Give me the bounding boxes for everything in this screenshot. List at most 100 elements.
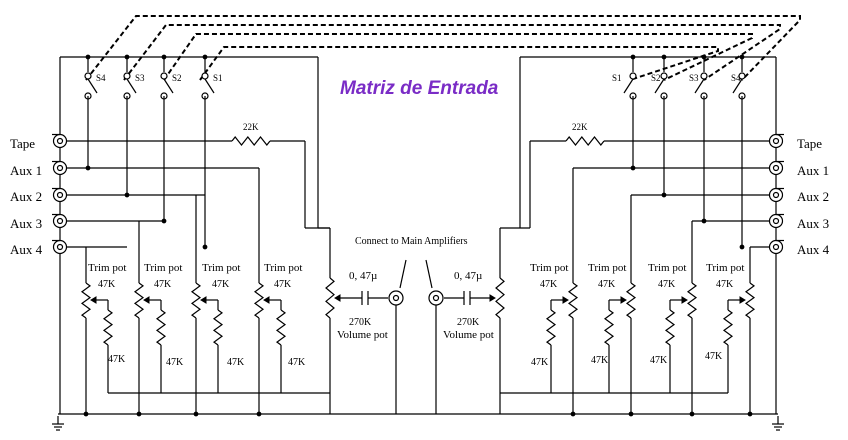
right-capacitor-label: 0, 47µ [454, 270, 483, 282]
switch-contact-icon [84, 72, 92, 80]
right-switch-label-s2: S2 [651, 73, 661, 83]
right-trim-pot-4-label: Trim pot [706, 262, 745, 274]
left-trim-wiper-icon [263, 296, 270, 304]
junction-dot [202, 244, 208, 250]
left-trim-pot-4-value: 47K [274, 279, 292, 290]
right-trim-pot-4 [744, 282, 756, 319]
right-input-label-aux1: Aux 1 [797, 163, 830, 178]
switch-icon [126, 78, 137, 94]
left-feedback-resistor-label: 22K [243, 122, 259, 132]
junction-dot [161, 54, 167, 60]
left-volume-value: 270K [349, 317, 372, 328]
right-trim-pot-2-label: Trim pot [588, 262, 627, 274]
left-series-resistor-1 [102, 309, 114, 346]
diagram-title: Matriz de Entrada [340, 78, 499, 99]
left-trim-pot-4 [253, 282, 265, 319]
left-series-resistor-3 [212, 309, 224, 346]
junction-dot [124, 192, 130, 198]
junction-dot [630, 54, 636, 60]
left-trim-pot-1 [80, 282, 92, 319]
left-switch-label-s3: S3 [135, 73, 145, 83]
output-label: Connect to Main Amplifiers [355, 236, 468, 247]
junction-dot [661, 192, 667, 198]
left-series-resistor-4 [275, 309, 287, 346]
switch-contact-icon [660, 72, 668, 80]
right-series-resistor-1 [545, 309, 557, 346]
left-series-resistor-4-label: 47K [288, 357, 306, 368]
switch-icon [732, 78, 743, 94]
switch-contact-icon [201, 72, 209, 80]
right-trim-pot-4-value: 47K [716, 279, 734, 290]
junction-dot [701, 218, 707, 224]
right-feedback-resistor [565, 136, 605, 146]
right-series-resistor-4-label: 47K [705, 351, 723, 362]
left-input-label-aux1: Aux 1 [10, 163, 43, 178]
junction-dot [161, 218, 167, 224]
switch-icon [204, 78, 215, 94]
right-series-resistor-3-label: 47K [650, 355, 668, 366]
right-input-label-aux4: Aux 4 [797, 242, 830, 257]
left-trim-pot-1-label: Trim pot [88, 262, 127, 274]
switch-linkage [85, 15, 801, 81]
rca-jack-center-icon [56, 191, 64, 199]
junction-dot [124, 54, 130, 60]
rca-jack-center-icon [772, 243, 780, 251]
rca-jack-center-icon [772, 217, 780, 225]
left-trim-pot-3 [190, 282, 202, 319]
right-trim-pot-1-label: Trim pot [530, 262, 569, 274]
switch-contact-icon [700, 72, 708, 80]
right-switch-label-s1: S1 [612, 73, 622, 83]
right-series-resistor-4 [722, 309, 734, 346]
right-trim-wiper-icon [620, 296, 627, 304]
right-input-label-tape: Tape [797, 136, 823, 151]
left-trim-pot-2 [133, 282, 145, 319]
switch-linkage [123, 24, 781, 81]
junction-dot [202, 54, 208, 60]
rca-jack-center-icon [772, 164, 780, 172]
left-input-label-aux2: Aux 2 [10, 189, 43, 204]
rca-jack-center-icon [772, 191, 780, 199]
rca-jack-center-icon [56, 137, 64, 145]
left-switch-label-s1: S1 [213, 73, 223, 83]
junction-dot [661, 54, 667, 60]
left-trim-pot-2-value: 47K [154, 279, 172, 290]
right-volume-wiper-icon [489, 294, 496, 302]
rca-jack-center-icon [56, 243, 64, 251]
left-trim-pot-3-value: 47K [212, 279, 230, 290]
right-trim-pot-2-value: 47K [598, 279, 616, 290]
right-input-label-aux2: Aux 2 [797, 189, 830, 204]
junction-dot [570, 411, 576, 417]
left-series-resistor-2 [155, 309, 167, 346]
left-volume-wiper-icon [334, 294, 341, 302]
right-output-jack-center [432, 294, 440, 302]
left-output-pointer [399, 259, 407, 289]
left-switch-label-s2: S2 [172, 73, 182, 83]
junction-dot [256, 411, 262, 417]
switch-icon [694, 78, 705, 94]
left-feedback-resistor [231, 136, 271, 146]
left-input-label-aux3: Aux 3 [10, 216, 43, 231]
left-volume-label: Volume pot [337, 329, 388, 341]
junction-dot [630, 165, 636, 171]
junction-dot [85, 165, 91, 171]
left-trim-wiper-icon [90, 296, 97, 304]
right-output-pointer [425, 259, 433, 289]
left-trim-wiper-icon [143, 296, 150, 304]
left-trim-pot-3-label: Trim pot [202, 262, 241, 274]
rca-jack-center-icon [56, 217, 64, 225]
switch-icon [87, 78, 98, 94]
junction-dot [739, 54, 745, 60]
left-trim-pot-2-label: Trim pot [144, 262, 183, 274]
right-volume-value: 270K [457, 317, 480, 328]
left-series-resistor-2-label: 47K [166, 357, 184, 368]
junction-dot [689, 411, 695, 417]
rca-jack-center-icon [56, 164, 64, 172]
right-trim-pot-3 [686, 282, 698, 319]
right-trim-wiper-icon [739, 296, 746, 304]
right-trim-pot-3-value: 47K [658, 279, 676, 290]
right-feedback-resistor-label: 22K [572, 122, 588, 132]
right-trim-pot-1-value: 47K [540, 279, 558, 290]
left-input-label-tape: Tape [10, 136, 36, 151]
